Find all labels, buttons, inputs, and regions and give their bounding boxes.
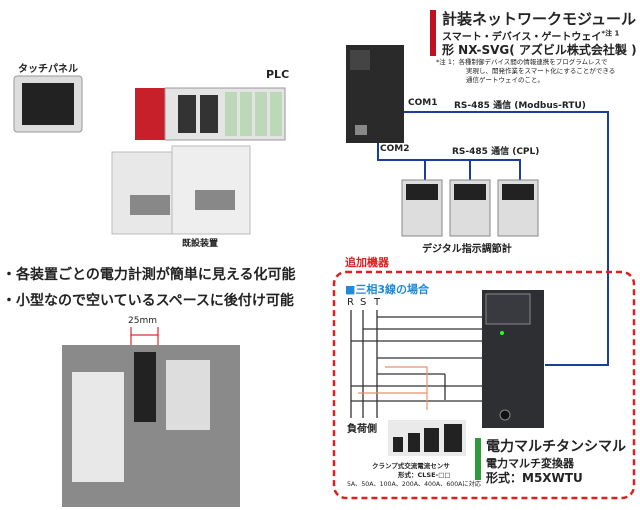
com2-label: COM2 — [380, 144, 410, 154]
com2-line — [377, 140, 521, 180]
product-green-bar — [475, 438, 481, 480]
header-note: *注 1：各種制御デバイス間の情報連携をプログラムレスで 実現し、開発作業をスマ… — [436, 58, 615, 85]
com2-protocol: RS-485 通信 (CPL) — [452, 147, 540, 157]
digital-controllers-image — [401, 179, 539, 237]
subtitle-note: *注 1 — [601, 29, 620, 38]
three-phase-wiring — [350, 310, 482, 418]
touch-panel-image — [13, 75, 83, 133]
sensor-ratings: 5A、50A、100A、200A、400A、600Aに対応 — [347, 481, 481, 488]
header-model: 形 NX-SVG( アズビル株式会社製 ) — [442, 43, 637, 57]
note-line: 実現し、開発作業をスマート化にすることができる — [466, 67, 616, 75]
wiring-case-label: ■三相3線の場合 — [345, 283, 430, 296]
product-model: 形式：M5XWTU — [486, 471, 583, 485]
phase-s: S — [360, 297, 367, 308]
note-line: 通信ゲートウェイのこと。 — [466, 76, 544, 84]
added-devices-box — [332, 270, 636, 500]
plc-image — [135, 87, 286, 141]
load-side-label: 負荷側 — [347, 424, 377, 435]
added-devices-label: 追加機器 — [345, 256, 389, 269]
existing-equipment-image — [111, 145, 251, 235]
touch-panel-label: タッチパネル — [18, 64, 78, 75]
installation-photo — [62, 327, 240, 507]
header-title: 計装ネットワークモジュール — [442, 10, 636, 28]
title-red-bar — [430, 10, 436, 56]
subtitle-text: スマート・デバイス・ゲートウェイ — [442, 32, 602, 43]
product-type: 電力マルチ変換器 — [486, 457, 574, 470]
controllers-label: デジタル指示調節計 — [422, 244, 512, 255]
com1-line — [400, 111, 609, 366]
clamp-sensor-image — [388, 420, 466, 456]
feature-2: ・小型なので空いているスペースに後付け可能 — [2, 293, 294, 309]
sensor-name: クランプ式交流電流センサ — [372, 462, 450, 470]
plc-label: PLC — [266, 68, 290, 81]
com1-protocol: RS-485 通信 (Modbus-RTU) — [454, 101, 586, 111]
m5xwtu-transducer-image — [482, 290, 544, 428]
nx-svg-module-image — [346, 45, 404, 143]
feature-1: ・各装置ごとの電力計測が簡単に見える化可能 — [2, 267, 296, 283]
width-dimension: 25mm — [128, 316, 157, 326]
header-subtitle: スマート・デバイス・ゲートウェイ*注 1 — [442, 28, 619, 43]
phase-t: T — [374, 297, 381, 308]
phase-r: R — [347, 297, 354, 308]
note-line: *注 1：各種制御デバイス間の情報連携をプログラムレスで — [436, 58, 608, 66]
sensor-model: 形式：CLSE-□□ — [398, 471, 451, 479]
com1-label: COM1 — [408, 98, 438, 108]
product-name: 電力マルチタンシマル — [486, 439, 626, 455]
existing-equipment-label: 既設装置 — [182, 239, 219, 249]
